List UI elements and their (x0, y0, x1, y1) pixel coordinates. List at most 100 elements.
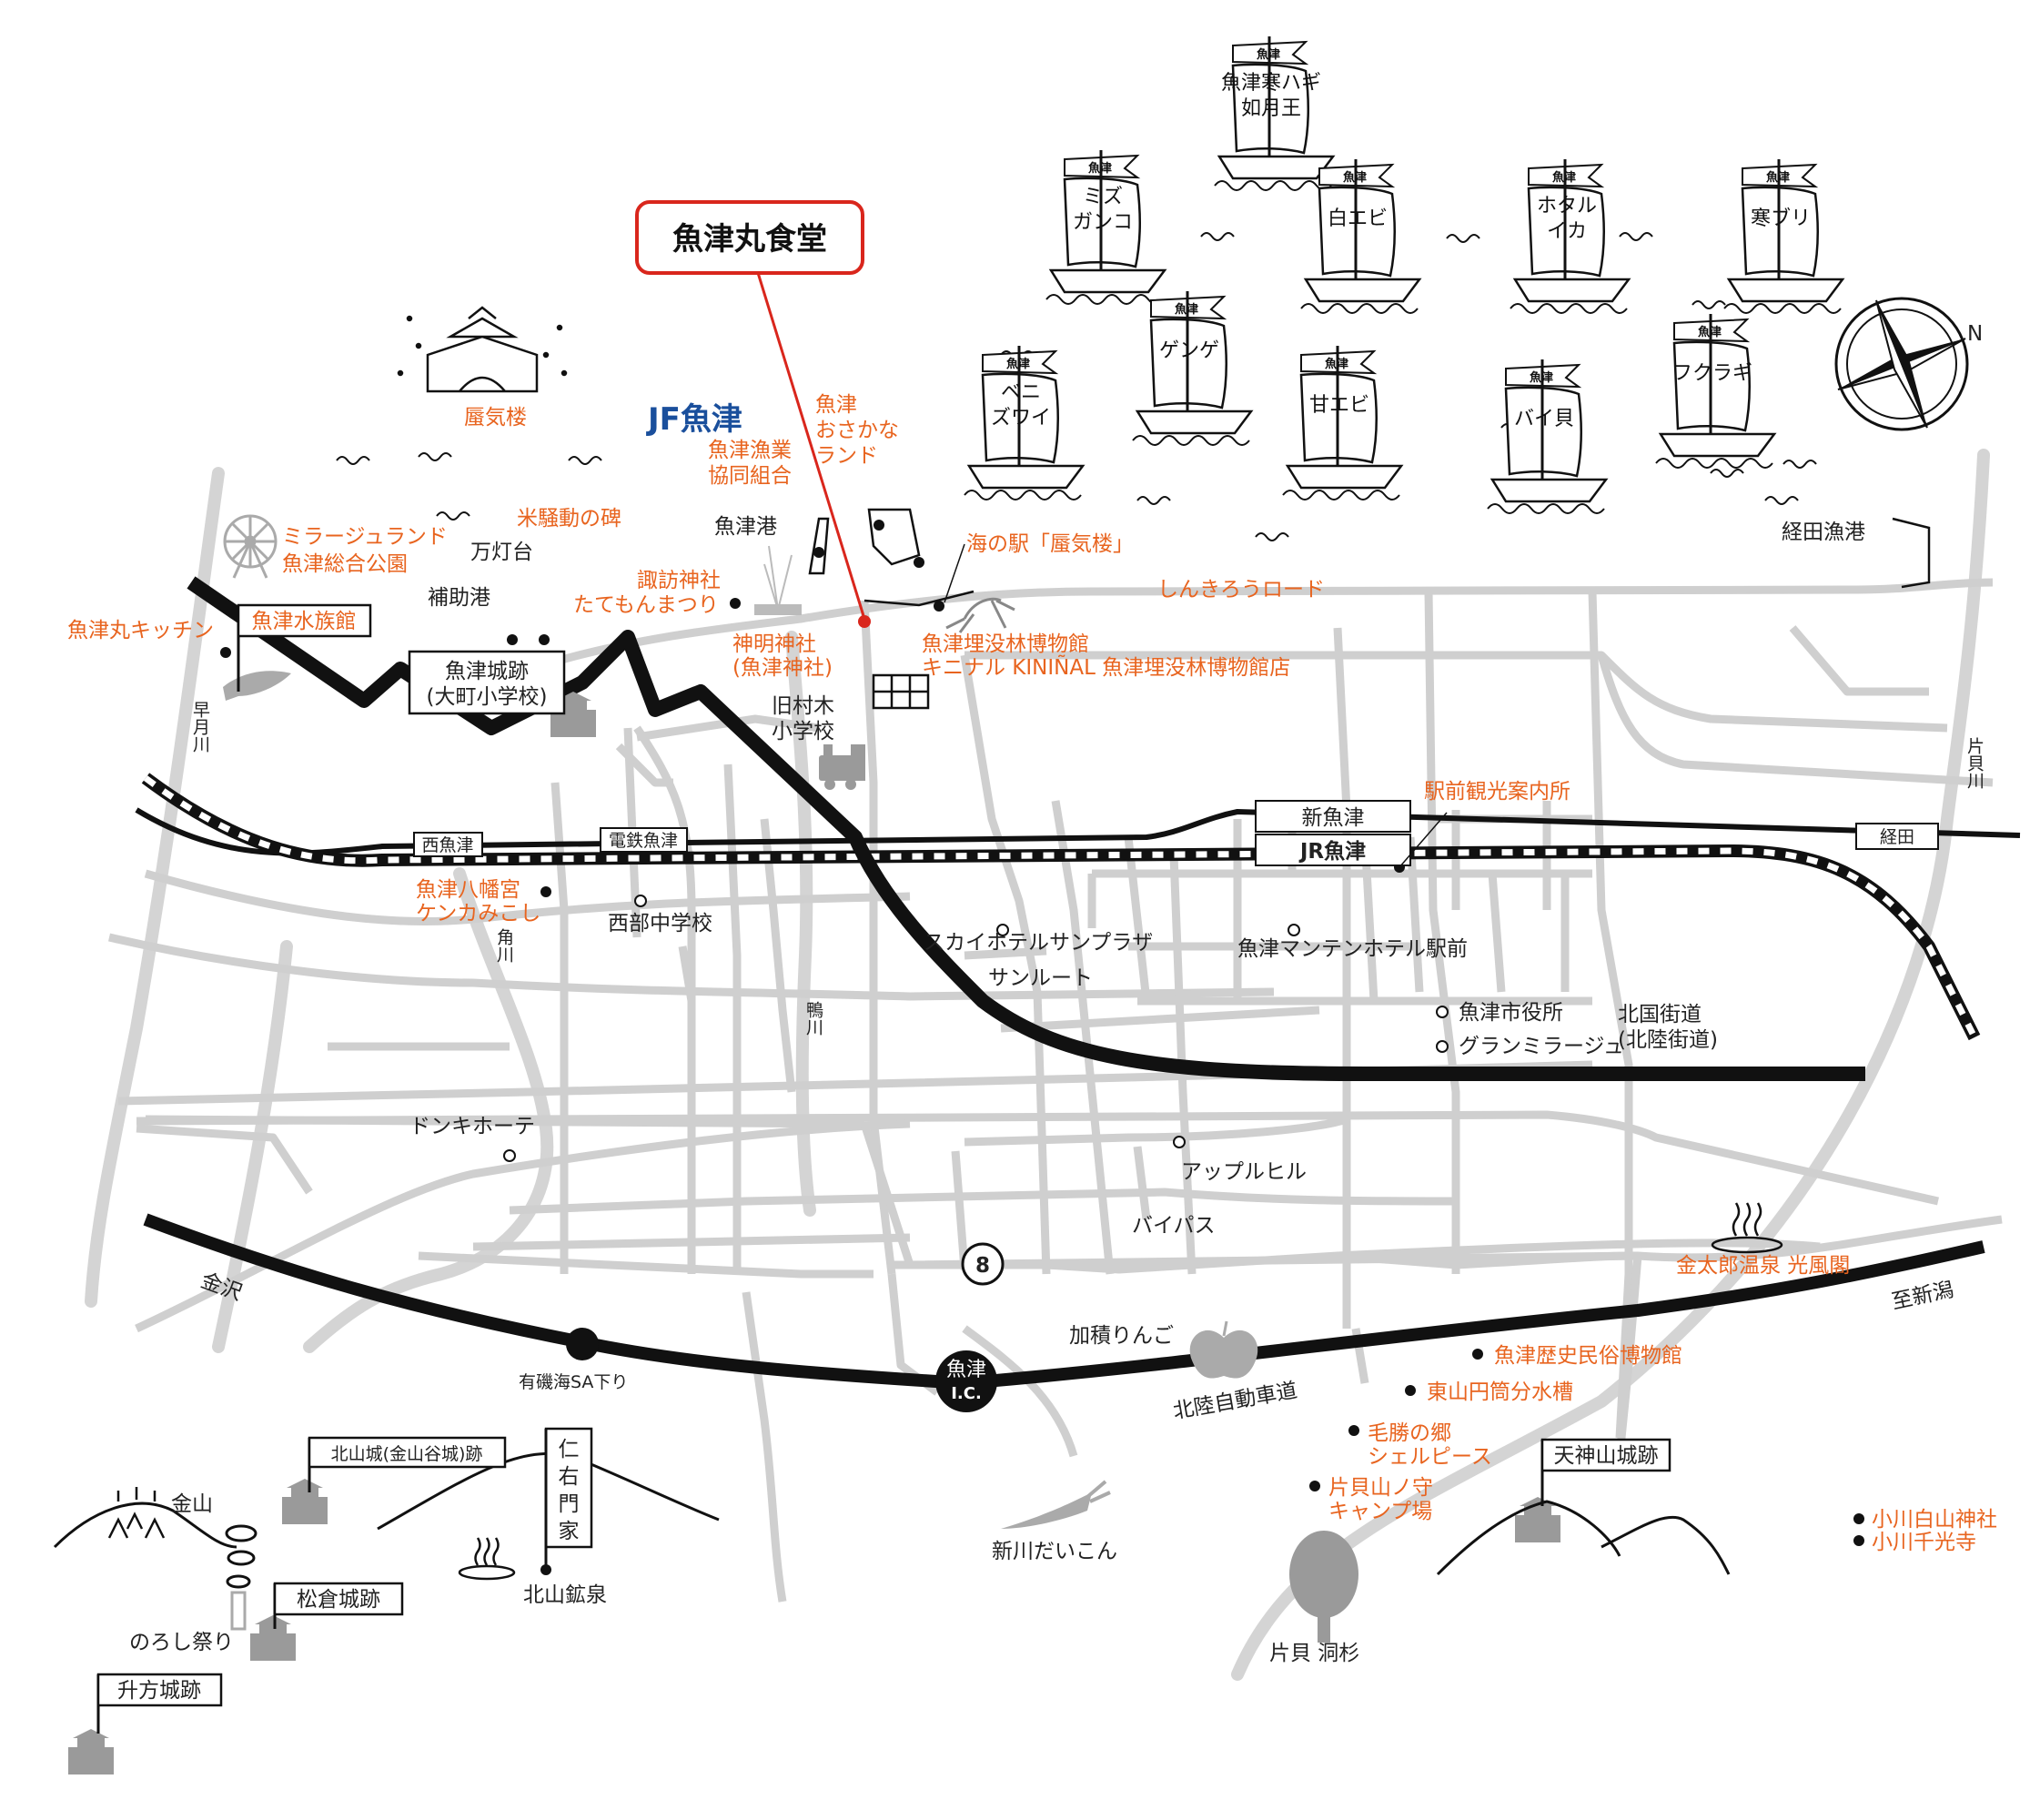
boat-waves (1655, 458, 1773, 469)
harbor (808, 508, 1931, 710)
label-osakana-1: 魚津 (815, 393, 857, 417)
boat-hull (966, 464, 1086, 490)
kanayama-icon (107, 1487, 166, 1539)
boat-waves (1045, 294, 1164, 305)
route-8-shield: 8 (961, 1242, 1005, 1286)
label-city-hall: 魚津市役所 (1459, 1001, 1563, 1025)
label-uozu-ko: 魚津港 (714, 515, 777, 539)
boat-waves (1300, 303, 1419, 314)
masugata-label: 升方城跡 (117, 1679, 201, 1703)
boat-mizugango: 魚津ミズガンコ (1045, 150, 1167, 305)
label-apple-hill: アップルヒル (1181, 1160, 1307, 1184)
restaurant-title: 魚津丸食堂 (672, 221, 827, 258)
label-gyogyo-2: 協同組合 (708, 464, 792, 488)
katakai-river (1231, 449, 1990, 1681)
label-hokkoku-1: 北国街道 (1618, 1003, 1702, 1026)
restaurant-pointer (753, 263, 871, 628)
boat-kanburi: 魚津寒ブリ (1723, 159, 1845, 314)
label-tank: 東山円筒分水槽 (1427, 1380, 1573, 1404)
marker-dot (1405, 1385, 1416, 1396)
hayatsuki-river (85, 467, 225, 1308)
fish-icon (223, 671, 291, 701)
river-label-sumi: 角川 (494, 928, 514, 963)
boat-sail-label: 寒ブリ (1751, 207, 1811, 230)
restaurant-callout[interactable]: 魚津丸食堂 (635, 200, 864, 275)
station-box-jr: JR魚津 (1255, 834, 1411, 866)
marker-dot (539, 634, 550, 645)
label-noroshi: のろし祭り (129, 1631, 234, 1654)
shinkirou-castle-icon (397, 306, 568, 393)
station-jr: JR魚津 (1298, 839, 1366, 864)
open-marker (1173, 1136, 1186, 1148)
compass-north-label: N (1967, 322, 1983, 346)
hokkoku-kaido (187, 576, 1865, 1081)
tenjin-castle-flag: 天神山城跡 (1540, 1438, 1671, 1506)
label-maibotsu-2: キニナル KINIÑAL 魚津埋没林博物館店 (922, 654, 1290, 680)
castle-icon-matsukura (250, 1615, 296, 1661)
boat-hull (1490, 478, 1609, 503)
label-old-school-2: 小学校 (772, 720, 834, 743)
boat-baigai: 魚津バイ貝 (1487, 359, 1609, 514)
jr-line-dash (143, 775, 1978, 1039)
label-tourist-info: 駅前観光案内所 (1424, 780, 1570, 804)
boat-waves (1214, 180, 1332, 191)
marker-dot (220, 647, 231, 658)
umi-eki-pointer (944, 543, 965, 603)
niemon-char-2: 右 (559, 1465, 580, 1489)
apple-icon (1189, 1320, 1258, 1379)
label-tatemon: たてもんまつり (573, 593, 719, 617)
boat-shiroebi: 魚津白エビ (1300, 159, 1422, 314)
open-marker (634, 895, 647, 907)
kitayama-castle-flag: 北山城(金山谷城)跡 (308, 1436, 507, 1492)
niemon-char-1: 仁 (559, 1438, 580, 1461)
sa-marker (566, 1328, 599, 1360)
station-box-shinuozu: 新魚津 (1255, 800, 1411, 833)
label-mantoudai: 万灯台 (470, 541, 533, 564)
open-marker (1436, 1006, 1449, 1018)
label-shinmei-2: (魚津神社) (732, 656, 833, 680)
station-box-nishiuozu: 西魚津 (413, 832, 483, 857)
label-osakana-3: ランド (815, 444, 878, 468)
boat-gengee: 魚津ゲンゲ (1132, 291, 1254, 446)
label-sunroad: サンルート (988, 966, 1093, 990)
ic-label-2: I.C. (951, 1384, 982, 1403)
boat-sail-label: イカ (1547, 220, 1587, 243)
river-label-kamo: 鴨川 (803, 1001, 823, 1036)
boat-hull (1285, 464, 1404, 490)
kitayama-castle-label: 北山城(金山谷城)跡 (331, 1444, 483, 1464)
boat-hull (1303, 278, 1422, 303)
marker-dot (874, 520, 884, 531)
label-hosuke-ko: 補助港 (428, 586, 490, 610)
boat-sail-label: 魚津寒ハギ (1221, 72, 1321, 95)
river-west (212, 940, 293, 1353)
label-hachimangu-2: ケンカみこし (416, 902, 540, 925)
masugata-castle-flag: 升方城跡 (96, 1673, 223, 1734)
open-marker (1436, 1040, 1449, 1053)
label-rekishi-museum: 魚津歴史民俗博物館 (1494, 1344, 1682, 1368)
ic-marker: 魚津 I.C. (935, 1350, 997, 1412)
boat-hull (1512, 278, 1631, 303)
aquarium-label: 魚津水族館 (252, 610, 357, 633)
rivers (85, 449, 1990, 1681)
label-old-school-1: 旧村木 (772, 694, 834, 718)
niemon-char-4: 家 (559, 1520, 580, 1543)
cedar-tree-icon (1289, 1531, 1358, 1643)
castle-icon-kitayama (282, 1479, 328, 1524)
station-dentetsu: 電鉄魚津 (609, 831, 678, 851)
locomotive-icon (819, 744, 865, 790)
label-osakana-2: おさかな (815, 419, 899, 442)
label-uozumaru-kitchen: 魚津丸キッチン (67, 619, 214, 642)
label-kazumi-apple: 加積りんご (1069, 1324, 1174, 1348)
open-marker (1288, 924, 1300, 936)
label-manten-hotel: 魚津マンテンホテル駅前 (1237, 937, 1468, 961)
boat-sail-label: バイ貝 (1514, 408, 1574, 430)
kamo-river (785, 631, 816, 1217)
station-kyoda: 経田 (1880, 827, 1914, 847)
boat-waves (1510, 303, 1628, 314)
station-nishiuozu: 西魚津 (421, 835, 473, 855)
label-seibu-school: 西部中学校 (608, 912, 712, 935)
label-hachimangu-1: 魚津八幡宮 (416, 878, 520, 902)
label-suwa-jinja: 諏訪神社 (637, 569, 721, 592)
